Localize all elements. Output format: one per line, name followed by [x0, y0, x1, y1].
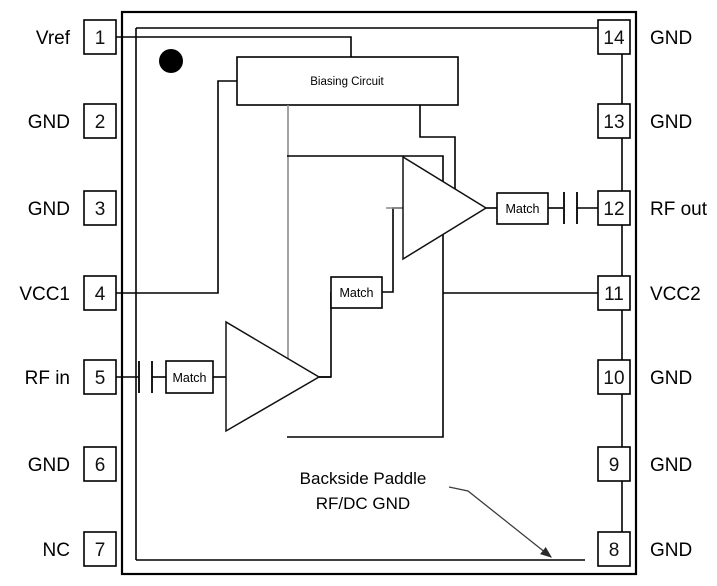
pin-label-gnd-6: GND [28, 455, 70, 476]
pin-label-gnd-10: GND [650, 368, 692, 389]
wire-match-mid-to-amp2 [382, 207, 403, 293]
match-input-block[interactable] [165, 360, 214, 394]
pin-number-14: 14 [603, 28, 625, 49]
pin-label-rf-out: RF out [650, 199, 708, 220]
match-interstage-label: Match [339, 286, 373, 300]
pin-1-indicator-dot [159, 49, 183, 73]
biasing-circuit-label: Biasing Circuit [310, 76, 384, 88]
inner-region-outline [287, 155, 444, 438]
pin-label-vref: Vref [36, 28, 71, 49]
backside-paddle-label-line1: Backside Paddle [300, 469, 427, 488]
backside-paddle-label-line2: RF/DC GND [316, 494, 410, 513]
wire-bias-to-amp2 [419, 105, 456, 208]
pin-label-vcc2: VCC2 [650, 284, 701, 305]
pin-number-8: 8 [609, 540, 620, 561]
pin-number-2: 2 [95, 112, 106, 133]
pin-number-7: 7 [95, 540, 106, 561]
pin-number-1: 1 [95, 28, 106, 49]
pin-number-3: 3 [95, 199, 106, 220]
pin-box-2[interactable] [83, 103, 117, 139]
pin-box-11[interactable] [597, 275, 631, 311]
output-dc-block-capacitor [563, 192, 578, 224]
pin-number-6: 6 [95, 455, 106, 476]
pin-box-10[interactable] [597, 359, 631, 395]
pin-number-4: 4 [95, 284, 106, 305]
pin-label-gnd-14: GND [650, 28, 692, 49]
pin-box-14[interactable] [597, 19, 631, 55]
pin-number-13: 13 [603, 112, 624, 133]
pin-box-8[interactable] [597, 531, 631, 567]
pin-label-rf-in: RF in [25, 368, 70, 389]
wire-vcc1-to-bias [116, 80, 237, 294]
pin-box-6[interactable] [83, 446, 117, 482]
pin-box-3[interactable] [83, 190, 117, 226]
pin-number-10: 10 [603, 368, 624, 389]
pin-label-gnd-8: GND [650, 540, 692, 561]
second-stage-amplifier[interactable] [402, 155, 488, 261]
pin-number-5: 5 [95, 368, 106, 389]
pin-label-nc: NC [43, 540, 70, 561]
pin-box-13[interactable] [597, 103, 631, 139]
pin-boxes-right [597, 19, 631, 567]
pin-label-gnd-9: GND [650, 455, 692, 476]
pin-boxes-left [83, 19, 117, 567]
pin-number-12: 12 [603, 199, 624, 220]
match-output-label: Match [505, 202, 539, 216]
pin-label-gnd-2: GND [28, 112, 70, 133]
pin-box-7[interactable] [83, 531, 117, 567]
wire-amp1-to-match-mid-left [319, 292, 332, 378]
pin-box-1[interactable] [83, 19, 117, 55]
match-input-label: Match [172, 371, 206, 385]
first-stage-amplifier[interactable] [225, 320, 321, 433]
pin-label-gnd-13: GND [650, 112, 692, 133]
input-dc-block-capacitor [138, 361, 153, 393]
match-interstage-block[interactable] [330, 276, 383, 309]
pin-box-9[interactable] [597, 446, 631, 482]
pin-label-gnd-3: GND [28, 199, 70, 220]
pin-number-9: 9 [609, 455, 620, 476]
pin-label-vcc1: VCC1 [19, 284, 70, 305]
wire-vref-to-bias [116, 36, 352, 57]
pin-number-11: 11 [604, 284, 624, 305]
backside-paddle-arrow [448, 486, 553, 558]
biasing-circuit-block[interactable] [236, 56, 459, 106]
